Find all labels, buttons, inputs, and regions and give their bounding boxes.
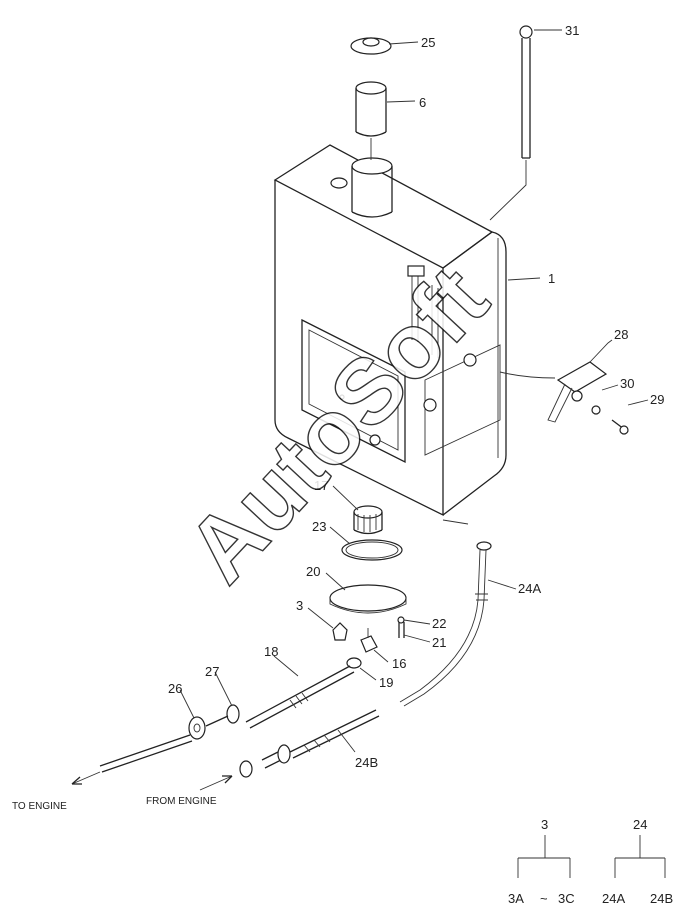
callouts: 25 6 31 1 28 30 29 17 23 20 24A 3 22 21 …	[168, 23, 664, 770]
cover-plate	[329, 584, 407, 614]
connector-16	[360, 628, 378, 653]
filler-cap	[350, 37, 392, 55]
dipstick	[489, 25, 533, 221]
hydraulic-tank	[273, 144, 507, 517]
nut-26	[188, 716, 206, 740]
callout-26: 26	[168, 681, 182, 696]
legend-3-sep: ~	[540, 891, 548, 906]
callout-28: 28	[614, 327, 628, 342]
callout-21: 21	[432, 635, 446, 650]
callout-3: 3	[296, 598, 303, 613]
leader-lines	[179, 29, 649, 753]
legend-group-24: 24 24A 24B	[602, 817, 673, 906]
legend-24-parent: 24	[633, 817, 647, 832]
callout-16: 16	[392, 656, 406, 671]
arrow-from-engine	[199, 775, 233, 791]
legend-3-left: 3A	[508, 891, 524, 906]
callout-17: 17	[314, 478, 328, 493]
hose-24b	[289, 709, 380, 759]
callout-19: 19	[379, 675, 393, 690]
arrow-to-engine	[71, 771, 101, 785]
callout-27: 27	[205, 664, 219, 679]
legend-3-parent: 3	[541, 817, 548, 832]
fitting-from-engine	[239, 744, 291, 778]
callout-29: 29	[650, 392, 664, 407]
clamp-19	[346, 657, 362, 669]
legend-group-3: 3 3A ~ 3C	[508, 817, 575, 906]
o-ring	[341, 539, 403, 561]
callout-31: 31	[565, 23, 579, 38]
callout-24b: 24B	[355, 755, 378, 770]
to-engine-label: TO ENGINE	[12, 801, 67, 812]
autosoft-watermark: AutoSoft	[168, 248, 507, 602]
callout-24a: 24A	[518, 581, 541, 596]
hose-to-engine	[99, 715, 229, 773]
callout-25: 25	[421, 35, 435, 50]
callout-1: 1	[548, 271, 555, 286]
bracket-assembly	[499, 361, 629, 435]
legend-3-right: 3C	[558, 891, 575, 906]
legend-24-right: 24B	[650, 891, 673, 906]
fitting-3	[332, 622, 348, 641]
callout-22: 22	[432, 616, 446, 631]
tank-outlet-dash	[442, 519, 469, 525]
from-engine-label: FROM ENGINE	[146, 796, 217, 807]
strainer-element	[355, 81, 387, 160]
pipe-18	[245, 665, 355, 729]
callout-23: 23	[312, 519, 326, 534]
callout-20: 20	[306, 564, 320, 579]
bolts-21-22	[397, 616, 405, 638]
suction-strainer	[353, 505, 383, 535]
hose-24a	[399, 541, 492, 707]
callout-6: 6	[419, 95, 426, 110]
legend-24-left: 24A	[602, 891, 625, 906]
fitting-27	[226, 704, 240, 724]
callout-18: 18	[264, 644, 278, 659]
callout-30: 30	[620, 376, 634, 391]
